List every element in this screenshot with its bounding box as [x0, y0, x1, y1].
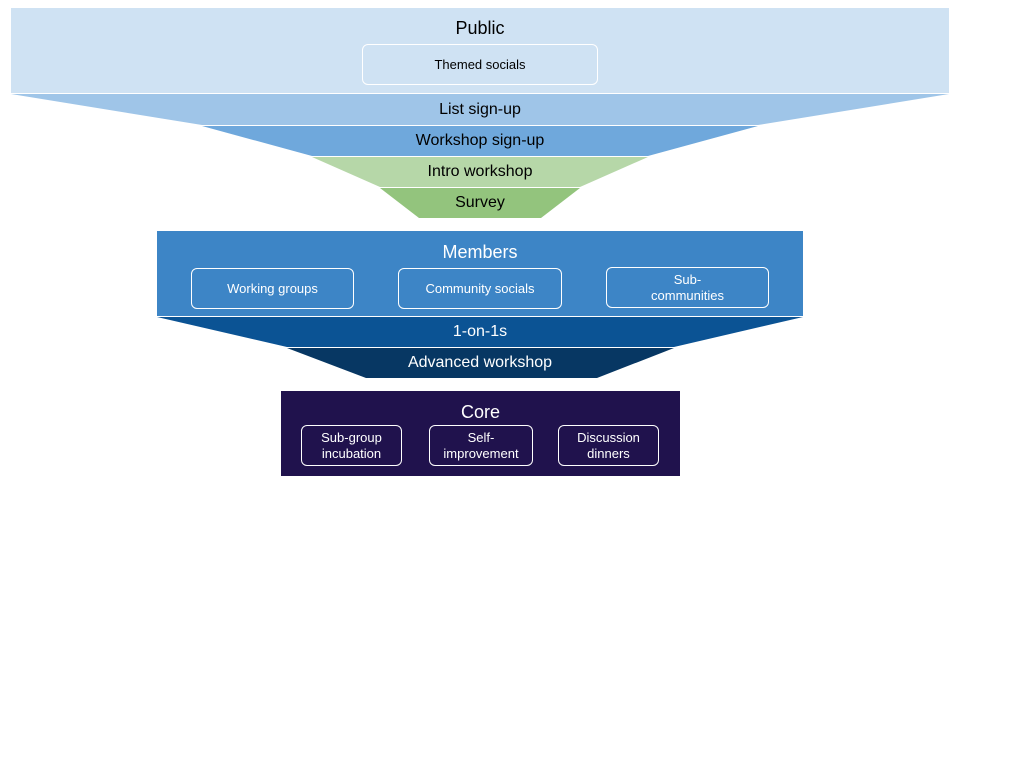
funnel-step-advanced-workshop: [287, 348, 674, 378]
public-tier-title: Public: [455, 18, 505, 38]
self-improvement-box: Self- improvement: [429, 425, 533, 466]
sub-group-incubation-box: Sub-group incubation: [301, 425, 402, 466]
intro-workshop-label: Intro workshop: [427, 163, 533, 180]
funnel-step-1on1s: [157, 317, 803, 347]
list-signup-label: List sign-up: [439, 100, 521, 118]
community-socials-box: Community socials: [398, 268, 562, 309]
funnel-step-survey: [380, 188, 580, 218]
funnel-step-workshop-signup: [202, 126, 758, 156]
core-tier: Core Sub-group incubation Self- improvem…: [281, 391, 680, 476]
workshop-signup-label: Workshop sign-up: [415, 132, 545, 149]
members-tier-title: Members: [442, 242, 518, 262]
working-groups-box: Working groups: [191, 268, 354, 309]
sub-communities-box: Sub- communities: [606, 267, 769, 308]
survey-label: Survey: [455, 194, 505, 211]
members-tier: Members Working groups Community socials…: [157, 231, 803, 316]
core-tier-title: Core: [460, 402, 500, 422]
themed-socials-box: Themed socials: [362, 44, 598, 85]
funnel-step-list-signup: [11, 94, 949, 125]
discussion-dinners-box: Discussion dinners: [558, 425, 659, 466]
1on1s-label: 1-on-1s: [452, 323, 508, 340]
public-tier: Public Themed socials: [11, 8, 949, 93]
funnel-step-intro-workshop: [312, 157, 648, 187]
advanced-workshop-label: Advanced workshop: [407, 354, 553, 371]
